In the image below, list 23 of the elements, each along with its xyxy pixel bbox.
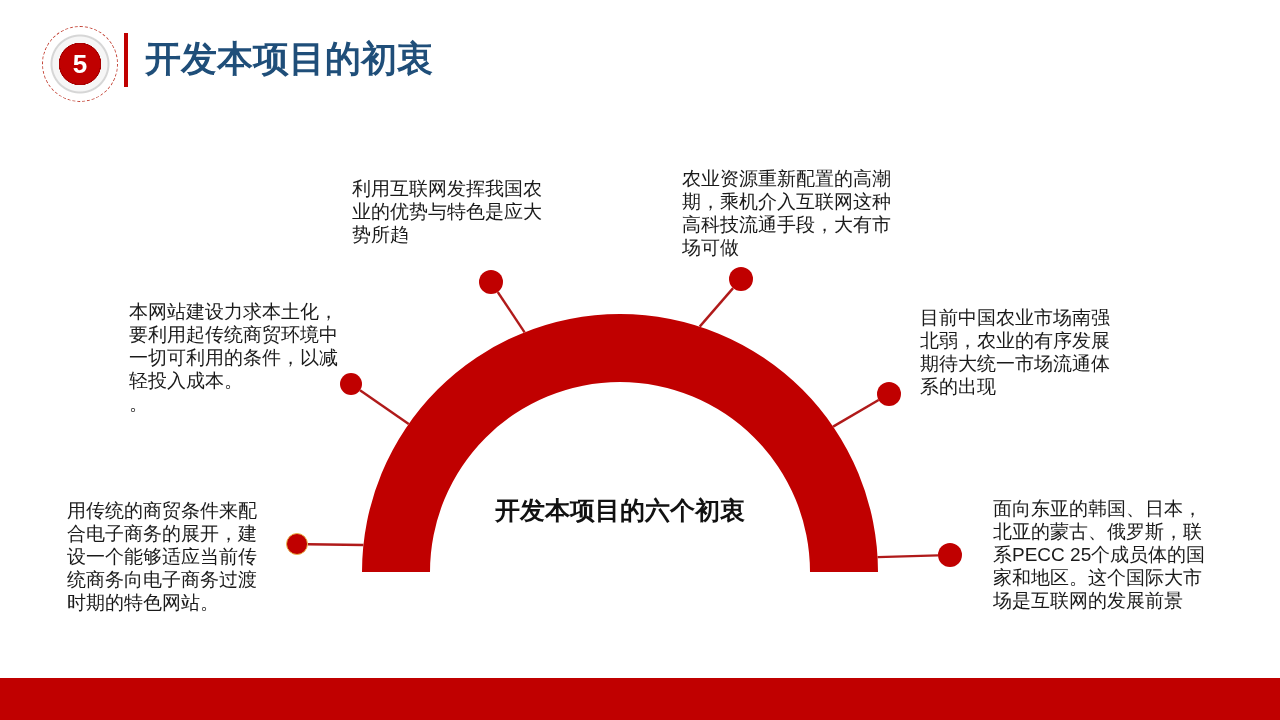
leader-line [877, 554, 939, 559]
description-text: 用传统的商贸条件来配合电子商务的展开，建设一个能够适应当前传统商务向电子商务过渡时期的特色网站。 [67, 499, 258, 614]
semicircle-arch [362, 314, 878, 572]
dot-marker [938, 543, 962, 567]
dot-marker [729, 267, 753, 291]
description-text: 本网站建设力求本土化，要利用起传统商贸环境中一切可利用的条件，以减轻投入成本。 [129, 300, 339, 392]
dot-marker [877, 382, 901, 406]
dot-marker [286, 533, 308, 555]
description-text: 利用互联网发挥我国农业的优势与特色是应大势所趋 [352, 177, 543, 246]
dot-marker [340, 373, 362, 395]
leader-line [359, 389, 410, 425]
description-text: 农业资源重新配置的高潮期，乘机介入互联网这种高科技流通手段，大有市场可做 [682, 167, 892, 259]
description-text: 面向东亚的韩国、日本，北亚的蒙古、俄罗斯，联系PECC 25个成员体的国家和地区。这个国际大市场是互联网的发展前景 [993, 497, 1207, 612]
section-number-badge: 5 [42, 26, 118, 102]
dot-marker [479, 270, 503, 294]
leader-line [698, 287, 734, 328]
leader-line [308, 543, 364, 547]
leader-line [832, 398, 880, 428]
period-mark: 。 [129, 392, 148, 415]
slide-title: 开发本项目的初衷 [145, 37, 433, 81]
arch-label: 开发本项目的六个初衷 [495, 495, 745, 526]
description-text: 目前中国农业市场南强北弱，农业的有序发展期待大统一市场流通体系的出现 [920, 306, 1111, 398]
leader-line [496, 291, 526, 333]
